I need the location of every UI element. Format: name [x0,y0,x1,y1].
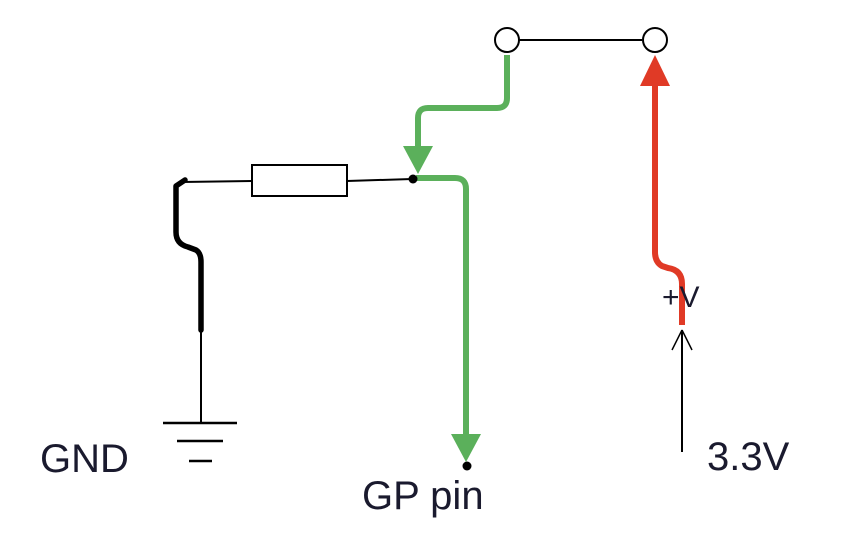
power-arrow-head [640,55,670,86]
signal-current-path-down [416,175,469,436]
signal-arrow-head-bottom [451,434,481,462]
resistor-wire-right [346,178,413,182]
junction-node [408,174,418,184]
plus-v-label: +V [662,281,700,314]
gnd-label: GND [40,437,129,481]
ground-icon [163,421,237,463]
gp-pin-label: GP pin [362,474,484,518]
power-current-path [652,84,685,325]
vcc-arrow-icon [671,329,693,351]
switch-terminal-left[interactable] [494,27,520,53]
gp-pin-node[interactable] [462,461,472,471]
ground-current-path [173,177,204,333]
resistor[interactable] [251,164,348,197]
signal-current-path [415,55,510,148]
resistor-wire-left [181,180,253,183]
signal-arrow-head-top [403,146,433,174]
switch-terminal-right[interactable] [642,27,668,53]
vcc-label: 3.3V [707,435,790,479]
